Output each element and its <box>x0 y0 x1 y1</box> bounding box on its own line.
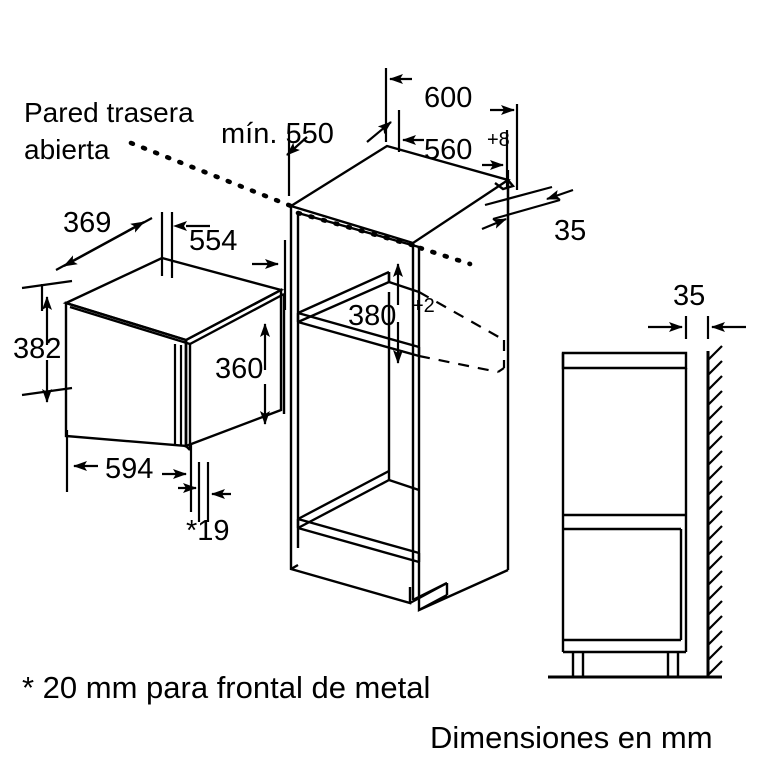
dim-35-side <box>648 316 746 339</box>
label-dim-369: 369 <box>63 207 111 239</box>
appliance-ghost-dashed <box>418 291 506 374</box>
label-dim-382: 382 <box>13 333 61 365</box>
label-dim-600: 600 <box>424 82 472 114</box>
label-dim-554: 554 <box>189 225 237 257</box>
microwave-body <box>62 256 286 451</box>
niche-open-back-dots <box>295 210 473 267</box>
dim-382 <box>21 279 73 403</box>
dim-554 <box>170 212 287 310</box>
dim-600 <box>384 68 519 190</box>
label-back-wall-line2: abierta <box>24 134 110 165</box>
label-dim-380: 380 <box>348 300 396 332</box>
label-dim-594: 594 <box>105 453 153 485</box>
units-note-text: Dimensiones en mm <box>430 720 713 755</box>
label-dim-19: *19 <box>186 515 230 547</box>
wall-hatched <box>706 345 723 677</box>
label-dim-380-tolerance: +2 <box>412 295 435 317</box>
dimension-labels: Pared trasera abierta mín. 550 600 560 +… <box>13 82 713 755</box>
label-dim-560-tolerance: +8 <box>487 129 510 151</box>
label-back-wall-line1: Pared trasera <box>24 97 194 128</box>
label-dim-35-side: 35 <box>673 280 705 312</box>
back-wall-leader-dots <box>128 140 294 209</box>
label-dim-550: mín. 550 <box>221 118 334 150</box>
dim-19 <box>178 462 231 522</box>
drawing-lines <box>21 68 746 679</box>
cabinet-niche-body <box>288 144 516 613</box>
dim-594 <box>65 430 193 512</box>
dim-369 <box>40 212 164 311</box>
label-dim-360: 360 <box>215 353 263 385</box>
label-dim-35-iso: 35 <box>554 215 586 247</box>
dim-35-iso <box>481 170 574 300</box>
label-dim-560: 560 <box>424 134 472 166</box>
side-elevation-cabinet <box>548 351 722 679</box>
footnote-text: * 20 mm para frontal de metal <box>22 670 430 705</box>
